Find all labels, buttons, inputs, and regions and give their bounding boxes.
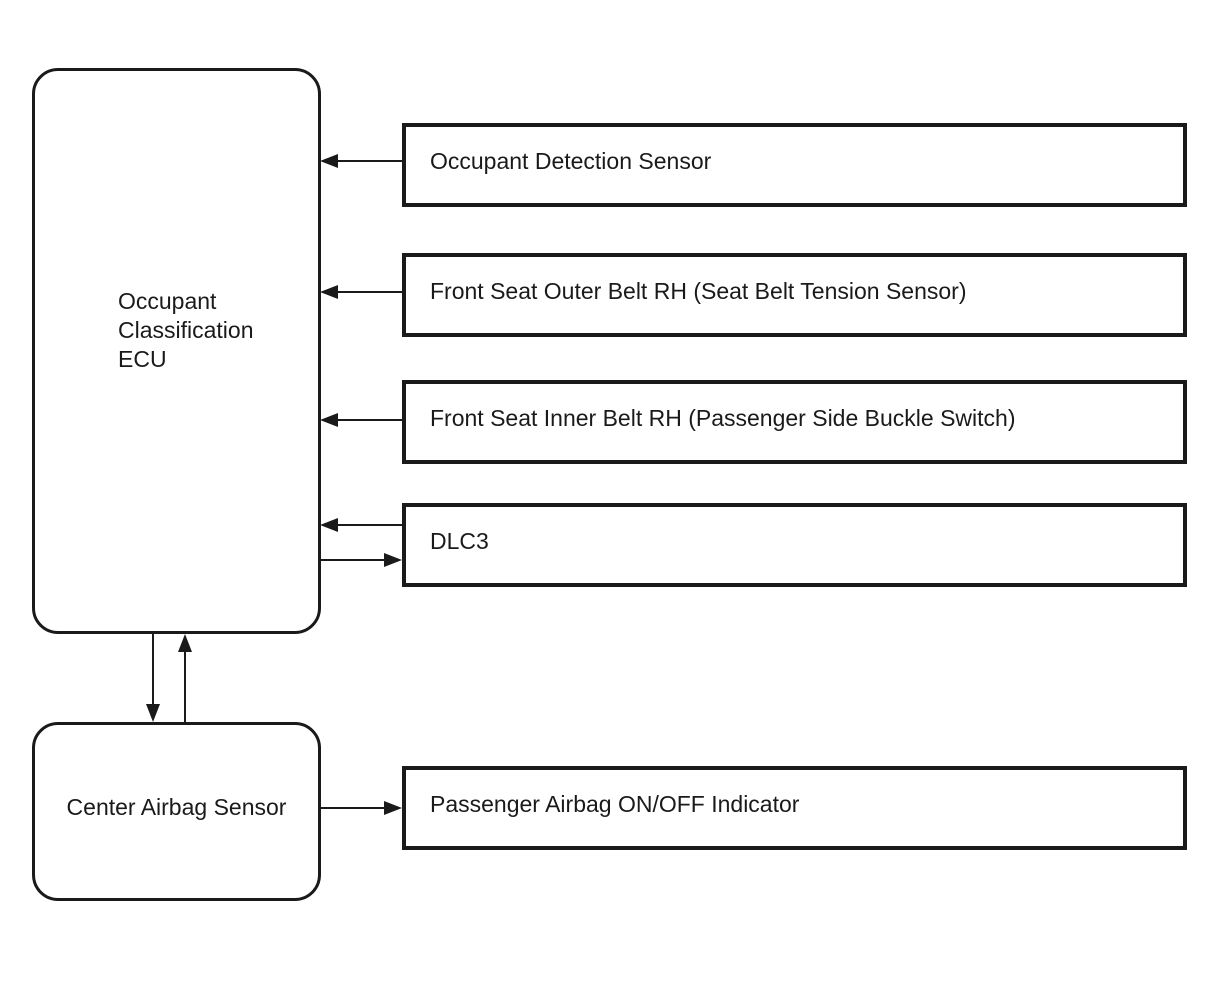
edge-dlc3-to-ecu-arrowhead-icon	[320, 518, 338, 532]
node-label-occupant-detection-sensor: Occupant Detection Sensor	[430, 147, 712, 174]
edge-occupant-detection-to-ecu-arrowhead-icon	[320, 154, 338, 168]
node-label-dlc3: DLC3	[430, 527, 489, 554]
edge-ecu-to-center-airbag-arrowhead-icon	[146, 704, 160, 722]
node-front-seat-inner-belt-rh: Front Seat Inner Belt RH (Passenger Side…	[402, 380, 1187, 464]
edge-ecu-to-dlc3-arrowhead-icon	[384, 553, 402, 567]
edge-center-airbag-to-indicator-arrowhead-icon	[384, 801, 402, 815]
node-front-seat-outer-belt-rh: Front Seat Outer Belt RH (Seat Belt Tens…	[402, 253, 1187, 337]
edge-outer-belt-to-ecu-line	[336, 291, 402, 293]
edge-center-airbag-to-ecu-arrowhead-icon	[178, 634, 192, 652]
node-passenger-airbag-on-off-indicator: Passenger Airbag ON/OFF Indicator	[402, 766, 1187, 850]
edge-inner-belt-to-ecu-line	[336, 419, 402, 421]
node-center-airbag-sensor: Center Airbag Sensor	[32, 722, 321, 901]
node-occupant-classification-ecu: Occupant Classification ECU	[32, 68, 321, 634]
node-label-occupant-classification-ecu: Occupant Classification ECU	[118, 287, 254, 374]
edge-inner-belt-to-ecu-arrowhead-icon	[320, 413, 338, 427]
edge-center-airbag-to-ecu-line	[184, 650, 186, 722]
node-label-center-airbag-sensor: Center Airbag Sensor	[66, 794, 287, 820]
edge-outer-belt-to-ecu-arrowhead-icon	[320, 285, 338, 299]
node-dlc3: DLC3	[402, 503, 1187, 587]
edge-ecu-to-center-airbag-line	[152, 634, 154, 706]
edge-ecu-to-dlc3-line	[320, 559, 386, 561]
node-label-line: Occupant	[118, 288, 217, 314]
node-occupant-detection-sensor: Occupant Detection Sensor	[402, 123, 1187, 207]
edge-center-airbag-to-indicator-line	[320, 807, 386, 809]
node-label-front-seat-outer-belt-rh: Front Seat Outer Belt RH (Seat Belt Tens…	[430, 277, 967, 304]
node-label-passenger-airbag-on-off-indicator: Passenger Airbag ON/OFF Indicator	[430, 790, 800, 817]
node-label-front-seat-inner-belt-rh: Front Seat Inner Belt RH (Passenger Side…	[430, 404, 1016, 431]
edge-dlc3-to-ecu-line	[336, 524, 402, 526]
node-label-line: Classification	[118, 317, 254, 343]
edge-occupant-detection-to-ecu-line	[336, 160, 402, 162]
node-label-line: ECU	[118, 346, 167, 372]
